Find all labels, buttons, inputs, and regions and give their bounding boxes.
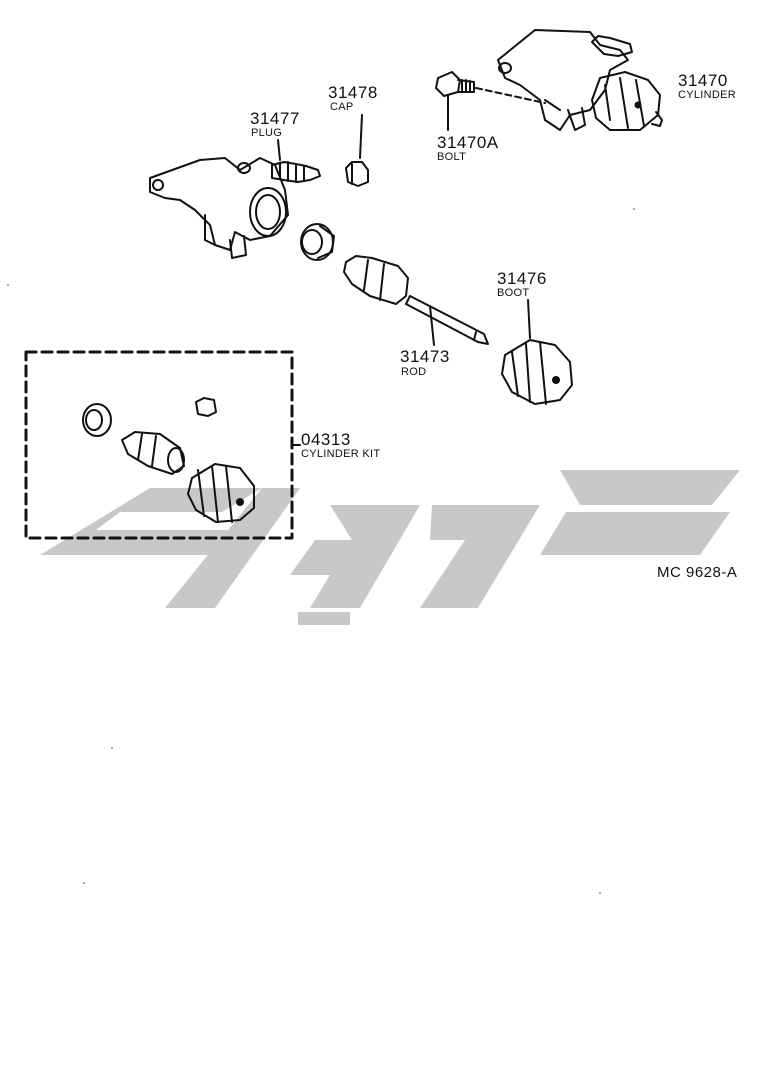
- part-name-plug: PLUG: [251, 127, 283, 139]
- part-name-cylinder-kit: CYLINDER KIT: [301, 448, 381, 460]
- main-cylinder-drawing: [149, 157, 289, 259]
- part-number-31473: 31473: [400, 347, 450, 366]
- scan-specks: [7, 208, 635, 894]
- rod-31473-drawing: [405, 295, 489, 346]
- part-name-cylinder: CYLINDER: [678, 89, 737, 101]
- part-number-31476: 31476: [497, 269, 547, 288]
- cylinder-31470-drawing: [497, 29, 663, 131]
- part-name-bolt: BOLT: [437, 151, 467, 163]
- seal-cup-drawing: [300, 223, 335, 261]
- part-number-31478: 31478: [328, 83, 378, 102]
- cap-31478-drawing: [345, 114, 369, 187]
- part-name-cap: CAP: [330, 101, 354, 113]
- drawing-code: MC 9628-A: [657, 564, 738, 581]
- bolt-31470a-drawing: [435, 71, 546, 131]
- part-name-rod: ROD: [401, 366, 427, 378]
- cylinder-kit-04313-drawing: [24, 350, 301, 540]
- boot-31476-drawing: [501, 299, 573, 405]
- part-number-31470a: 31470A: [437, 133, 499, 152]
- piston-drawing: [343, 255, 409, 305]
- part-number-31470: 31470: [678, 71, 728, 90]
- part-number-04313: 04313: [301, 430, 351, 449]
- part-number-31477: 31477: [250, 109, 300, 128]
- part-name-boot: BOOT: [497, 287, 530, 299]
- watermark-logo: [40, 470, 740, 625]
